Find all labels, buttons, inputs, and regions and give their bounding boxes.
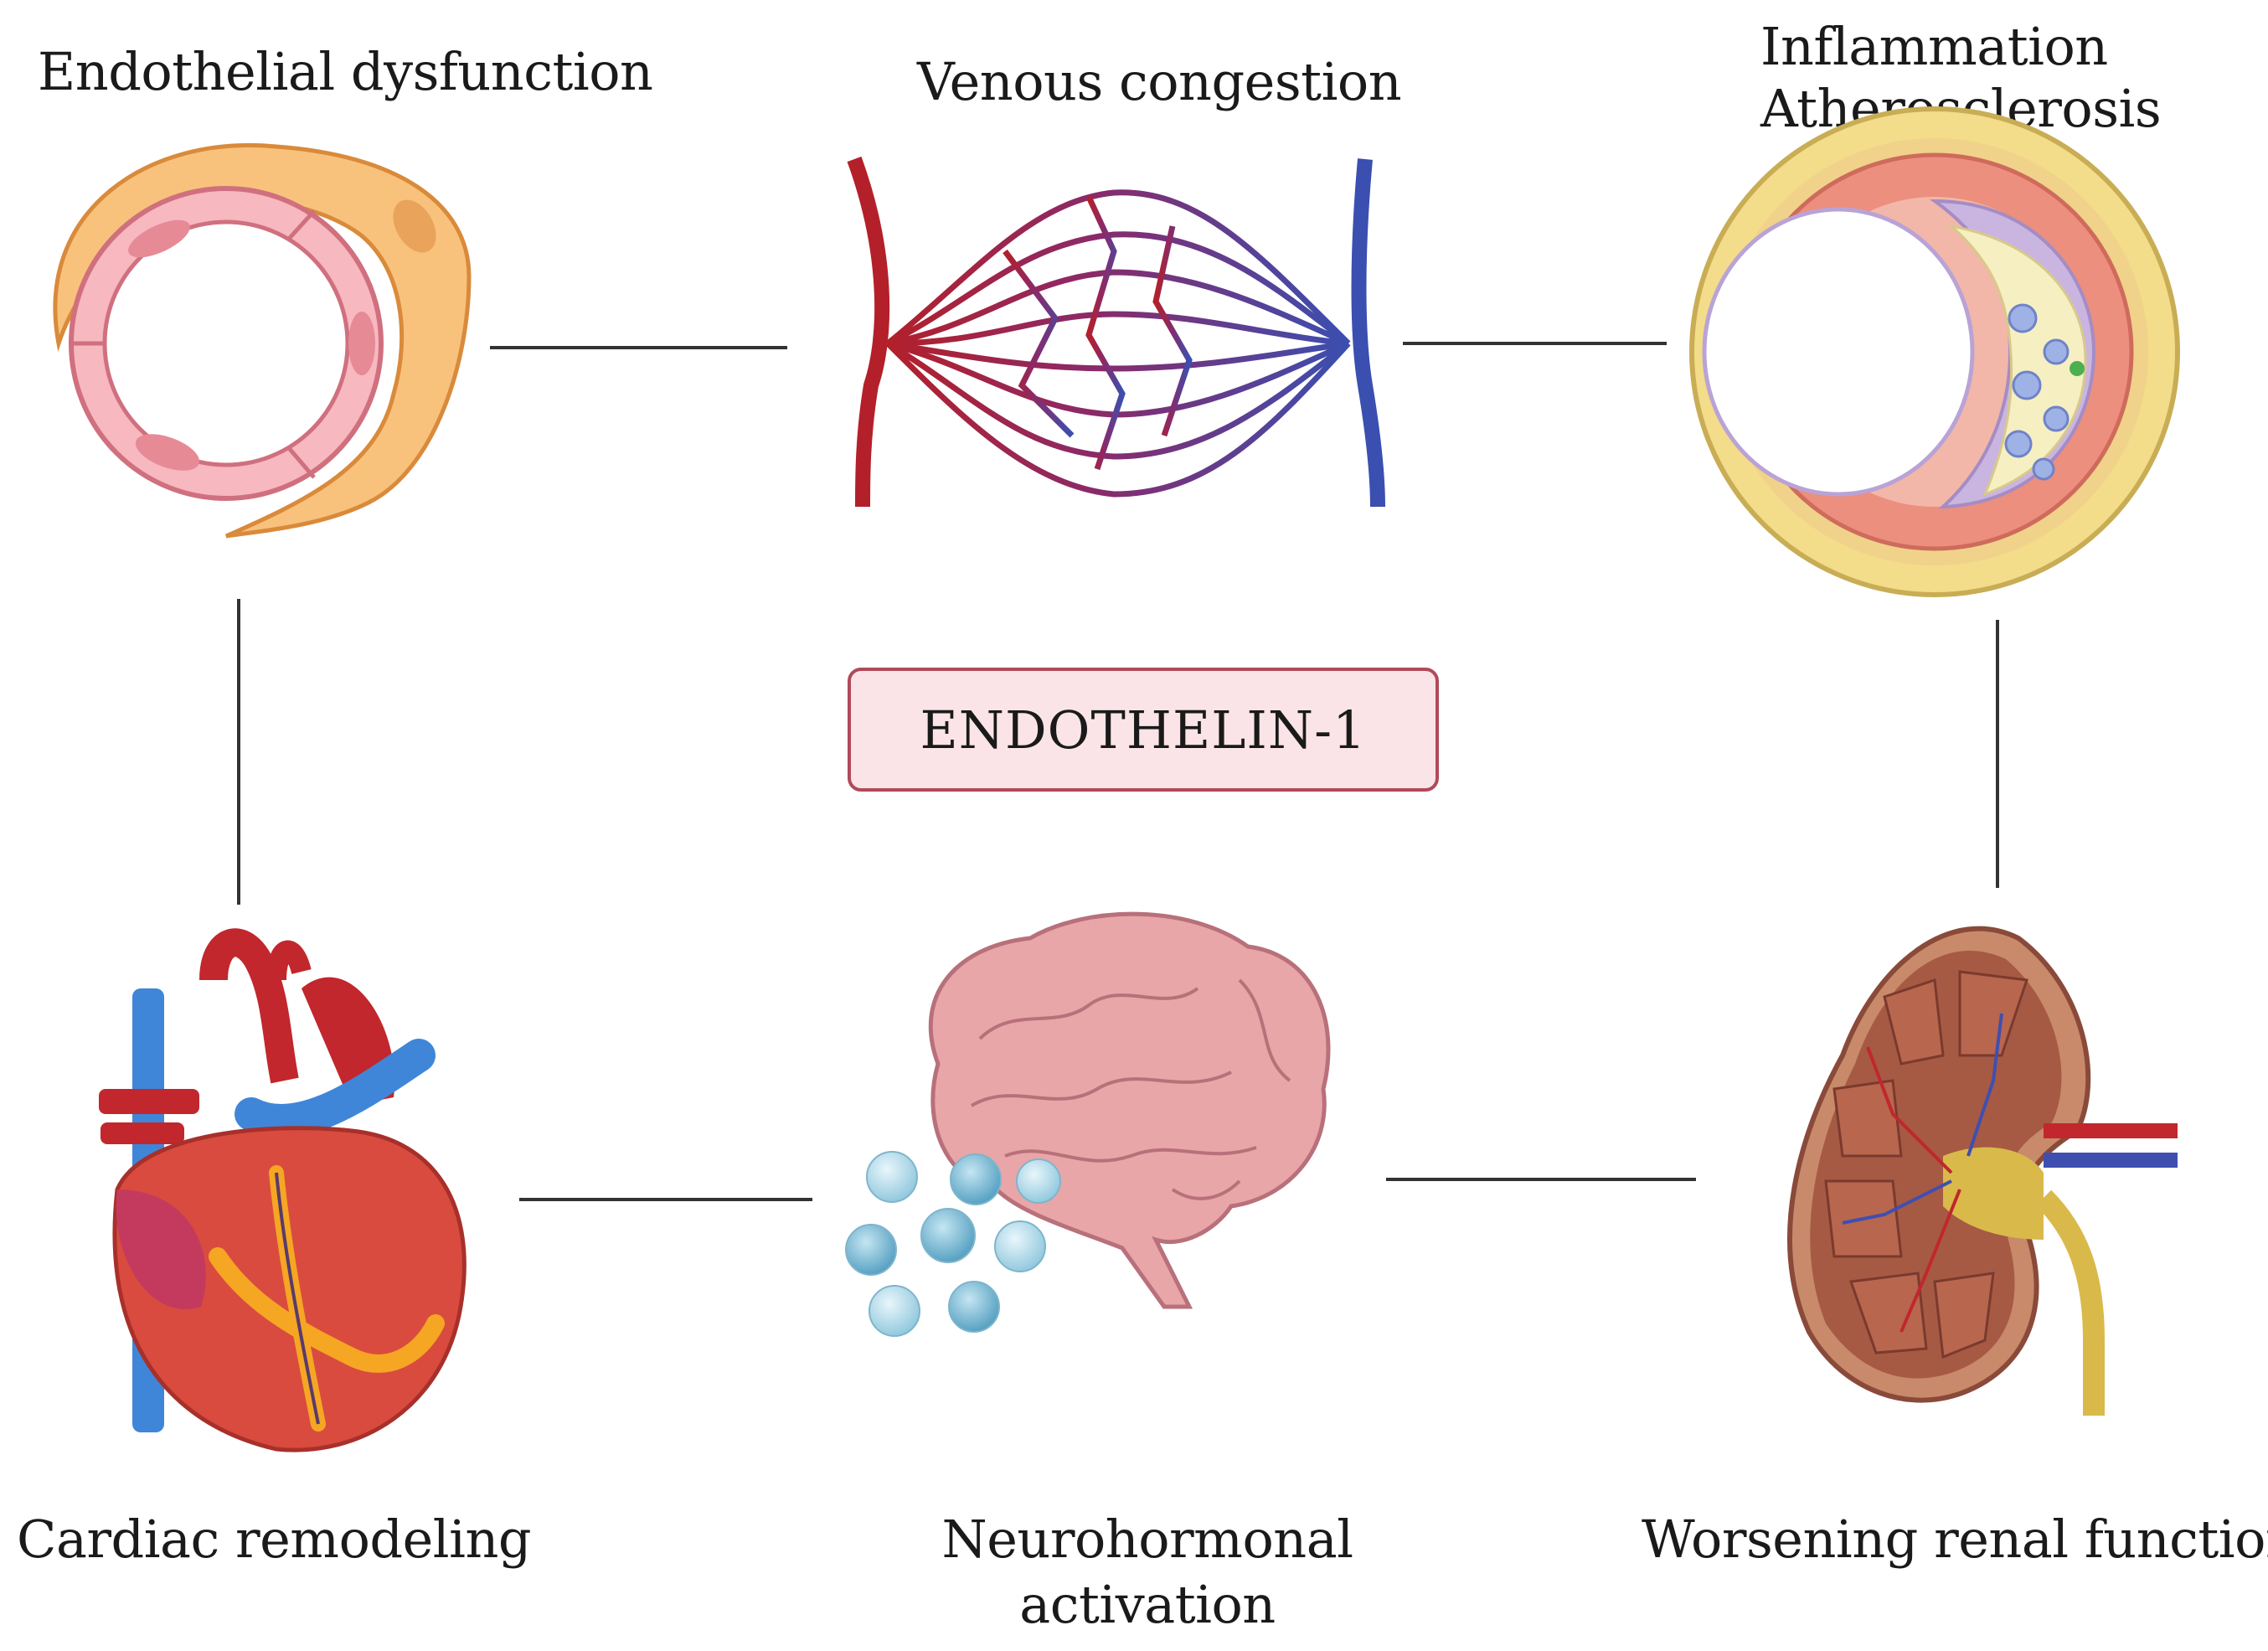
atherosclerotic-artery-icon <box>1689 106 2180 597</box>
label-worsening-renal-function: Worsening renal function <box>1642 1509 2268 1570</box>
kidney-icon <box>1787 926 2178 1416</box>
label-cardiac-remodeling: Cardiac remodeling <box>17 1509 532 1570</box>
label-endothelial-dysfunction: Endothelial dysfunction <box>38 41 653 102</box>
label-venous-congestion: Venous congestion <box>917 51 1402 112</box>
vessel-cross-section-icon <box>53 142 472 539</box>
label-neurohormonal: Neurohormonal <box>941 1509 1353 1570</box>
heart-icon <box>99 928 466 1452</box>
label-inflammation: Inflammation <box>1760 16 2108 77</box>
bubbles-icon <box>845 1151 1061 1337</box>
connector-lines <box>237 342 1999 1201</box>
endothelin-1-box: ENDOTHELIN-1 <box>848 668 1439 792</box>
label-activation: activation <box>1019 1574 1276 1635</box>
endothelin-1-label: ENDOTHELIN-1 <box>920 699 1367 761</box>
brain-icon <box>928 911 1331 1309</box>
capillary-network-icon <box>847 156 1385 508</box>
